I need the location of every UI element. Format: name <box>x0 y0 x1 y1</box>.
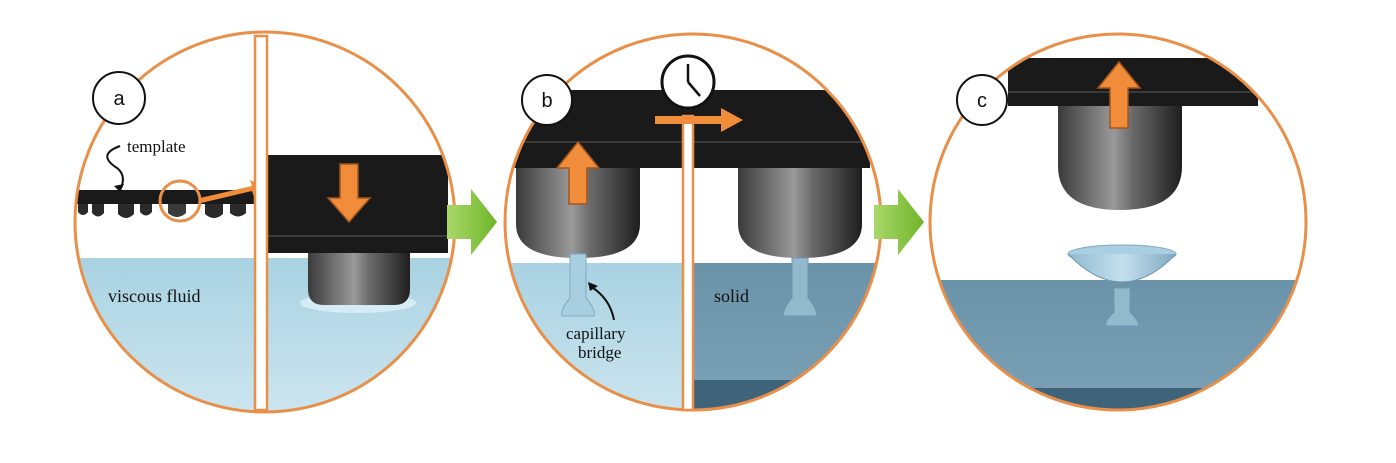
template-label: template <box>127 137 186 156</box>
badge-b-label: b <box>541 90 552 112</box>
arrow-down-icon <box>326 163 372 224</box>
arrow-up-icon <box>555 140 601 205</box>
template-strip <box>75 190 260 218</box>
arrow-up-icon <box>1096 60 1142 129</box>
badge-a <box>92 71 146 125</box>
panel-c: c <box>928 32 1308 412</box>
panel-a: a template viscous fluid <box>73 30 457 414</box>
solid-label: solid <box>714 286 749 306</box>
zoom-indicator <box>158 179 202 223</box>
panel-divider <box>681 114 695 412</box>
panel-divider <box>253 34 269 412</box>
badge-c <box>956 74 1008 126</box>
clock-icon <box>660 54 716 110</box>
template-pointer-arrow <box>106 145 124 191</box>
arrow-right-icon <box>200 180 268 203</box>
capillary-label: capillary <box>566 324 626 343</box>
viscous-fluid-label: viscous fluid <box>108 286 201 306</box>
arrow-right-icon <box>655 108 743 132</box>
panel-b: b solid capillary bridge <box>503 32 883 412</box>
badge-a-label: a <box>113 88 125 110</box>
badge-b <box>521 74 573 126</box>
pillar <box>1058 106 1182 210</box>
step-arrow-icon <box>447 189 497 255</box>
released-capillary-structure <box>1067 244 1177 327</box>
pillar <box>308 253 410 305</box>
bridge-label: bridge <box>578 343 621 362</box>
step-arrow-icon <box>874 189 924 255</box>
badge-c-label: c <box>977 90 987 112</box>
